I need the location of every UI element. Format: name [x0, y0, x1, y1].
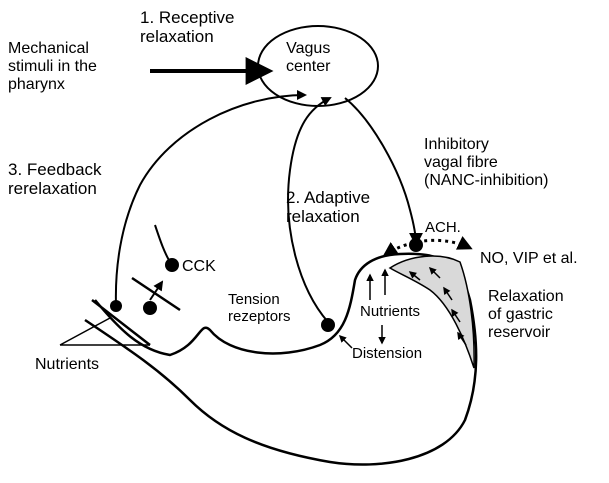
ach-dot — [409, 238, 423, 252]
feedback-dot-right — [143, 301, 157, 315]
adaptive-relaxation-label: 2. Adaptive relaxation — [286, 188, 370, 226]
nutrients-inner-label: Nutrients — [360, 304, 420, 321]
relaxation-gastric-reservoir-label: Relaxation of gastric reservoir — [488, 288, 564, 342]
feedback-rerelaxation-label: 3. Feedback rerelaxation — [8, 160, 102, 198]
inhibitory-vagal-fibre-label: Inhibitory vagal fibre (NANC-inhibition) — [424, 136, 548, 190]
mechanical-stimuli-label: Mechanical stimuli in the pharynx — [8, 40, 97, 94]
tension-receptor-dot — [321, 318, 335, 332]
no-vip-dotted-arc — [385, 240, 470, 255]
nutrients-left-label: Nutrients — [35, 356, 99, 374]
no-vip-label: NO, VIP et al. — [480, 250, 578, 268]
tension-receptors-label: Tension rezeptors — [228, 292, 291, 326]
ach-label: ACH. — [425, 220, 461, 237]
cck-label: CCK — [182, 258, 216, 276]
distension-label: Distension — [352, 346, 422, 363]
cck-dot — [165, 258, 179, 272]
vagus-center-label: Vagus center — [286, 40, 330, 76]
distension-to-tension-arrow — [340, 336, 352, 348]
receptive-relaxation-label: 1. Receptive relaxation — [140, 8, 235, 46]
feedback-dot-left — [110, 300, 122, 312]
